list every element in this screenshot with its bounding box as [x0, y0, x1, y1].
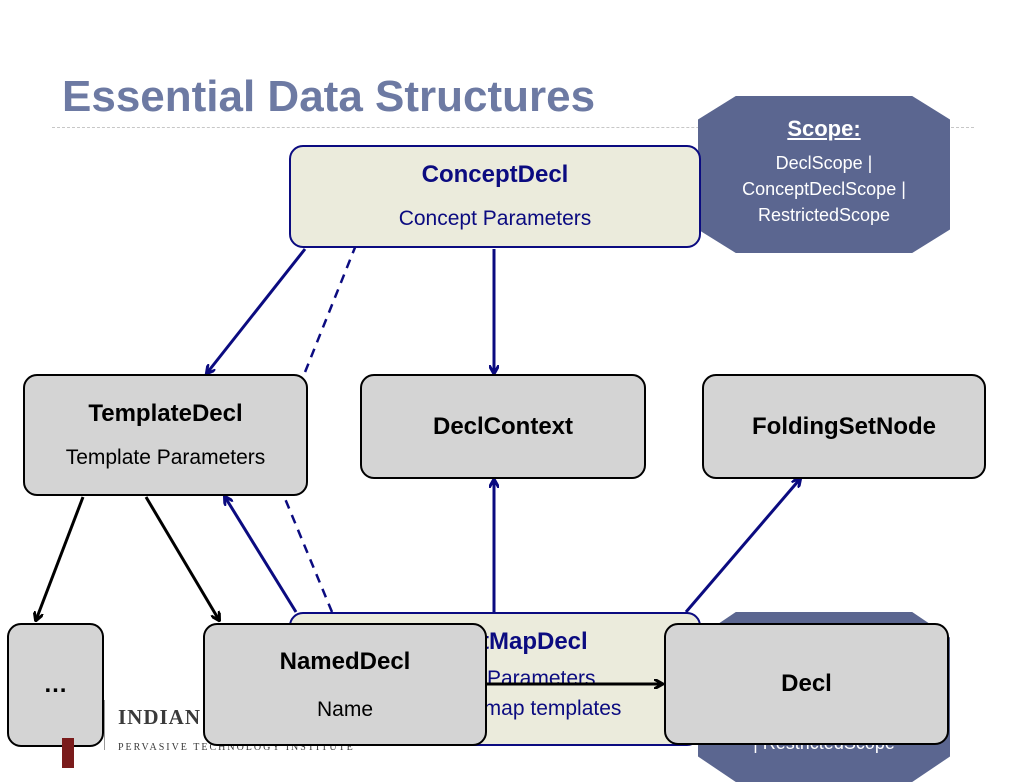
node-templatedecl: TemplateDecl Template Parameters — [23, 374, 308, 496]
scope-body: DeclScope | ConceptDeclScope | Restricte… — [742, 153, 906, 225]
edge-template-to-ellipsis — [36, 496, 85, 620]
conceptmapdecl-sub2: t map templates — [472, 697, 622, 720]
scope-heading: Scope: — [787, 116, 861, 141]
slide-title: Essential Data Structures — [62, 72, 596, 121]
templatedecl-sub: Template Parameters — [65, 446, 266, 469]
edge-conceptmap-to-template — [225, 497, 298, 613]
decl-name: Decl — [781, 670, 832, 697]
title-divider — [52, 127, 974, 128]
nameddecl-name: NamedDecl — [279, 647, 411, 675]
ellipsis-name: … — [43, 671, 68, 698]
conceptmapdecl-sub1: Parameters — [487, 667, 596, 690]
footer-divider — [104, 700, 105, 750]
footer-institute: PERVASIVE TECHNOLOGY INSTITUTE — [118, 742, 355, 753]
node-ellipsis: … — [7, 623, 104, 747]
foldingsetnode-name: FoldingSetNode — [752, 412, 936, 440]
footer-logo-text: INDIAN — [118, 705, 202, 729]
conceptdecl-name: ConceptDecl — [421, 161, 569, 188]
node-nameddecl: NamedDecl Name — [203, 623, 487, 746]
nameddecl-sub: Name — [316, 697, 374, 721]
templatedecl-name: TemplateDecl — [88, 400, 243, 427]
conceptdecl-sub: Concept Parameters — [398, 207, 592, 230]
scope-box: Scope: DeclScope | ConceptDeclScope | Re… — [698, 96, 950, 253]
edge-concept-to-template — [207, 248, 307, 373]
node-decl: Decl — [664, 623, 949, 745]
node-foldingsetnode: FoldingSetNode — [702, 374, 986, 479]
node-conceptdecl: ConceptDecl Concept Parameters — [289, 145, 701, 248]
edge-template-to-nameddecl — [144, 496, 219, 620]
conceptmapdecl-name: tMapDecl — [481, 628, 588, 655]
node-declcontext: DeclContext — [360, 374, 646, 479]
university-logo-mark — [62, 738, 74, 768]
declcontext-name: DeclContext — [432, 412, 574, 440]
edge-conceptmap-to-foldingsetnode — [684, 479, 800, 613]
